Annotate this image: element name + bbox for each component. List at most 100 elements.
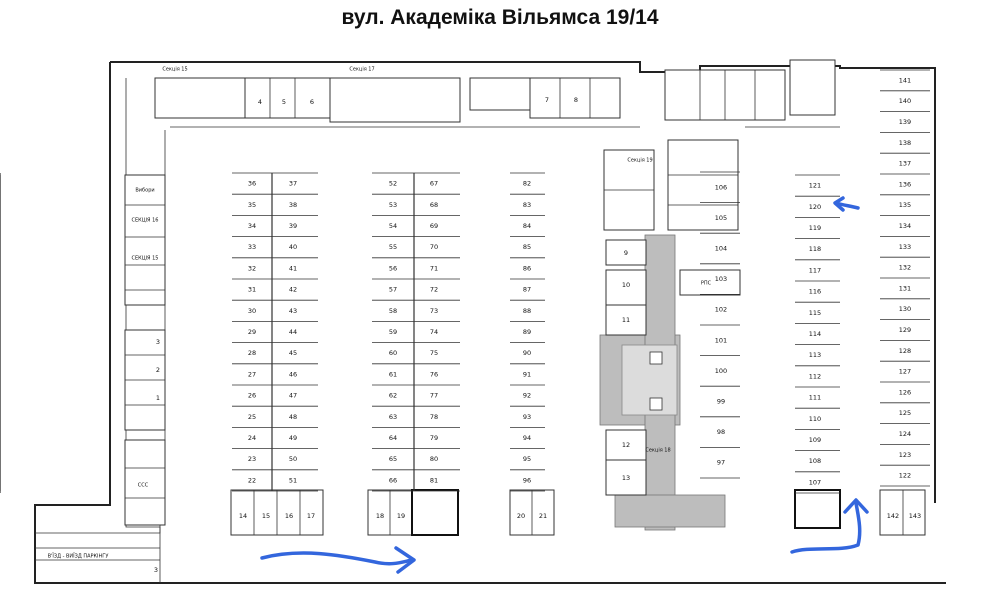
parking-spot-49: 49	[289, 434, 297, 442]
parking-spot-9: 9	[624, 249, 628, 257]
parking-spot-2: 2	[156, 366, 160, 374]
parking-spot-51: 51	[289, 476, 297, 484]
parking-stall-lines	[0, 69, 930, 494]
building-walls	[34, 61, 946, 584]
parking-spot-120: 120	[809, 203, 821, 211]
parking-spot-87: 87	[523, 286, 531, 294]
parking-spot-41: 41	[289, 264, 297, 272]
parking-spot-88: 88	[523, 307, 531, 315]
parking-spot-100: 100	[715, 367, 727, 375]
parking-spot-28: 28	[248, 349, 256, 357]
parking-spot-132: 132	[899, 264, 911, 272]
parking-spot-13: 13	[622, 474, 630, 482]
parking-spot-60: 60	[389, 349, 397, 357]
parking-spot-14: 14	[239, 512, 247, 520]
parking-spot-118: 118	[809, 245, 821, 253]
parking-spot-91: 91	[523, 370, 531, 378]
parking-spot-85: 85	[523, 243, 531, 251]
top-rooms	[154, 59, 836, 231]
parking-spot-139: 139	[899, 118, 911, 126]
parking-spot-115: 115	[809, 309, 821, 317]
parking-spot-141: 141	[899, 76, 911, 84]
parking-spot-105: 105	[715, 214, 727, 222]
parking-spot-44: 44	[289, 328, 297, 336]
parking-spot-78: 78	[430, 413, 438, 421]
parking-spot-143: 143	[909, 512, 921, 520]
parking-spot-5: 5	[282, 98, 286, 106]
parking-spot-123: 123	[899, 451, 911, 459]
parking-spot-93: 93	[523, 413, 531, 421]
left-rooms	[124, 174, 166, 526]
parking-spot-12: 12	[622, 441, 630, 449]
right-exit-arrowhead	[843, 498, 869, 514]
parking-spot-55: 55	[389, 243, 397, 251]
parking-spot-107: 107	[809, 478, 821, 486]
parking-spot-45: 45	[289, 349, 297, 357]
parking-spot-7: 7	[545, 96, 549, 104]
parking-spot-64: 64	[389, 434, 397, 442]
parking-spot-82: 82	[523, 180, 531, 188]
parking-spot-102: 102	[715, 306, 727, 314]
parking-spot-68: 68	[430, 201, 438, 209]
parking-spot-23: 23	[248, 455, 256, 463]
parking-spot-16: 16	[285, 512, 293, 520]
parking-spot-53: 53	[389, 201, 397, 209]
parking-spot-73: 73	[430, 307, 438, 315]
parking-spot-33: 33	[248, 243, 256, 251]
section-labels: Секція 15 Секція 17 СЕКЦІЯ 16 СЕКЦІЯ 15 …	[48, 67, 712, 575]
parking-spot-22: 22	[248, 476, 256, 484]
parking-spot-133: 133	[899, 243, 911, 251]
parking-spot-63: 63	[389, 413, 397, 421]
parking-spot-108: 108	[809, 457, 821, 465]
parking-spot-38: 38	[289, 201, 297, 209]
parking-spot-65: 65	[389, 455, 397, 463]
parking-spot-56: 56	[389, 264, 397, 272]
parking-spot-112: 112	[809, 372, 821, 380]
parking-spot-76: 76	[430, 370, 438, 378]
parking-spot-97: 97	[717, 459, 725, 467]
parking-spot-79: 79	[430, 434, 438, 442]
parking-spot-113: 113	[809, 351, 821, 359]
bottom-rooms	[230, 489, 926, 536]
parking-spot-130: 130	[899, 305, 911, 313]
parking-spot-52: 52	[389, 180, 397, 188]
parking-spot-101: 101	[715, 336, 727, 344]
section-15-left-label: СЕКЦІЯ 15	[132, 256, 159, 262]
parking-spot-40: 40	[289, 243, 297, 251]
parking-spot-34: 34	[248, 222, 256, 230]
parking-spot-89: 89	[523, 328, 531, 336]
section-17-top-label: Секція 17	[349, 67, 374, 73]
parking-spot-4: 4	[258, 98, 262, 106]
parking-spot-122: 122	[899, 472, 911, 480]
parking-spot-74: 74	[430, 328, 438, 336]
parking-spot-134: 134	[899, 222, 911, 230]
section-19-label: Секція 19	[627, 158, 652, 164]
parking-spot-11: 11	[622, 316, 630, 324]
parking-spot-39: 39	[289, 222, 297, 230]
parking-spot-6: 6	[310, 98, 314, 106]
parking-spot-69: 69	[430, 222, 438, 230]
parking-spot-86: 86	[523, 264, 531, 272]
parking-spot-96: 96	[523, 476, 531, 484]
parking-spot-8: 8	[574, 96, 578, 104]
parking-spot-75: 75	[430, 349, 438, 357]
parking-spot-70: 70	[430, 243, 438, 251]
parking-spot-71: 71	[430, 264, 438, 272]
parking-spot-83: 83	[523, 201, 531, 209]
parking-spot-142: 142	[887, 512, 899, 520]
parking-spot-17: 17	[307, 512, 315, 520]
parking-spot-43: 43	[289, 307, 297, 315]
parking-spot-20: 20	[517, 512, 525, 520]
parking-spot-48: 48	[289, 413, 297, 421]
parking-spot-58: 58	[389, 307, 397, 315]
parking-spot-50: 50	[289, 455, 297, 463]
parking-spot-66: 66	[389, 476, 397, 484]
parking-spot-80: 80	[430, 455, 438, 463]
parking-spot-124: 124	[899, 430, 911, 438]
parking-spot-95: 95	[523, 455, 531, 463]
section-15-top-label: Секція 15	[162, 67, 187, 73]
section-16-left-label: СЕКЦІЯ 16	[132, 218, 159, 224]
parking-spot-32: 32	[248, 264, 256, 272]
